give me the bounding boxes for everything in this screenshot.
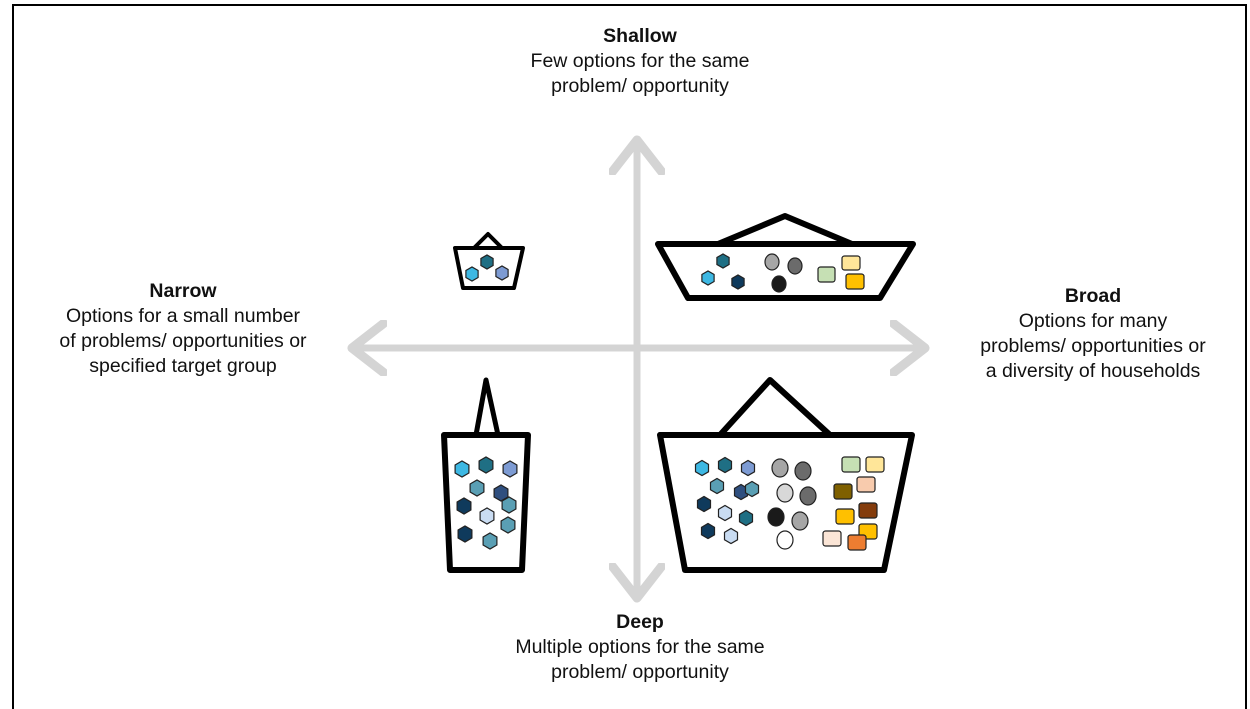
broad-label: Broad Options for many problems/ opportu… bbox=[938, 284, 1248, 384]
circle-item bbox=[799, 486, 817, 506]
hexagon-item bbox=[740, 459, 756, 477]
deep-title: Deep bbox=[616, 611, 664, 633]
square-item bbox=[858, 502, 878, 519]
hexagon-item bbox=[717, 456, 733, 474]
square-item bbox=[841, 456, 861, 473]
hexagon-item bbox=[500, 516, 516, 534]
square-item bbox=[833, 483, 853, 500]
square-item bbox=[847, 534, 867, 551]
diagram-frame bbox=[12, 4, 1247, 709]
square-item bbox=[835, 508, 855, 525]
broad-title: Broad bbox=[1064, 285, 1122, 307]
hexagon-item bbox=[465, 266, 479, 282]
square-item bbox=[822, 530, 842, 547]
hexagon-item bbox=[700, 522, 716, 540]
square-item bbox=[817, 266, 836, 283]
hexagon-item bbox=[502, 460, 518, 478]
circle-item bbox=[764, 253, 780, 271]
hexagon-item bbox=[478, 456, 494, 474]
circle-item bbox=[794, 461, 812, 481]
hexagon-item bbox=[501, 496, 517, 514]
hexagon-item bbox=[709, 477, 725, 495]
hexagon-item bbox=[457, 525, 473, 543]
hexagon-item bbox=[694, 459, 710, 477]
circle-item bbox=[767, 507, 785, 527]
narrow-label: Narrow Options for a small number of pro… bbox=[18, 279, 348, 379]
hexagon-item bbox=[480, 254, 494, 270]
square-item bbox=[841, 255, 861, 271]
circle-item bbox=[776, 530, 794, 550]
broad-desc-line-1: Options for many bbox=[1018, 310, 1168, 332]
hexagon-item bbox=[717, 504, 733, 522]
narrow-desc-line-3: specified target group bbox=[89, 355, 277, 377]
broad-desc-line-2: problems/ opportunities or bbox=[980, 335, 1206, 357]
hexagon-item bbox=[731, 274, 745, 290]
hexagon-item bbox=[454, 460, 470, 478]
narrow-desc-line-1: Options for a small number bbox=[65, 305, 301, 327]
axes bbox=[352, 140, 925, 598]
hexagon-item bbox=[482, 532, 498, 550]
shallow-title: Shallow bbox=[603, 25, 677, 47]
shallow-desc-line-1: Few options for the same bbox=[530, 50, 750, 72]
tall-narrow-basket-icon bbox=[441, 377, 531, 573]
narrow-title: Narrow bbox=[149, 280, 217, 302]
shallow-label: Shallow Few options for the same problem… bbox=[440, 24, 840, 99]
small-basket-icon bbox=[453, 232, 525, 290]
deep-desc-line-2: problem/ opportunity bbox=[551, 661, 729, 683]
square-item bbox=[845, 273, 865, 290]
hexagon-item bbox=[493, 484, 509, 502]
large-basket-icon bbox=[657, 377, 915, 573]
hexagon-item bbox=[744, 480, 760, 498]
broad-desc-line-3: a diversity of households bbox=[985, 360, 1201, 382]
hexagon-item bbox=[723, 527, 739, 545]
narrow-desc-line-2: of problems/ opportunities or bbox=[59, 330, 307, 352]
circle-item bbox=[791, 511, 809, 531]
hexagon-item bbox=[495, 265, 509, 281]
circle-item bbox=[771, 275, 787, 293]
hexagon-item bbox=[469, 479, 485, 497]
square-item bbox=[865, 456, 885, 473]
circle-item bbox=[787, 257, 803, 275]
deep-label: Deep Multiple options for the same probl… bbox=[440, 610, 840, 685]
wide-shallow-basket-icon bbox=[655, 213, 916, 301]
shallow-desc-line-2: problem/ opportunity bbox=[551, 75, 729, 97]
hexagon-item bbox=[701, 270, 715, 286]
hexagon-item bbox=[716, 253, 730, 269]
deep-desc-line-1: Multiple options for the same bbox=[515, 636, 765, 658]
hexagon-item bbox=[479, 507, 495, 525]
circle-item bbox=[776, 483, 794, 503]
square-item bbox=[856, 476, 876, 493]
circle-item bbox=[771, 458, 789, 478]
hexagon-item bbox=[738, 509, 754, 527]
hexagon-item bbox=[696, 495, 712, 513]
hexagon-item bbox=[456, 497, 472, 515]
